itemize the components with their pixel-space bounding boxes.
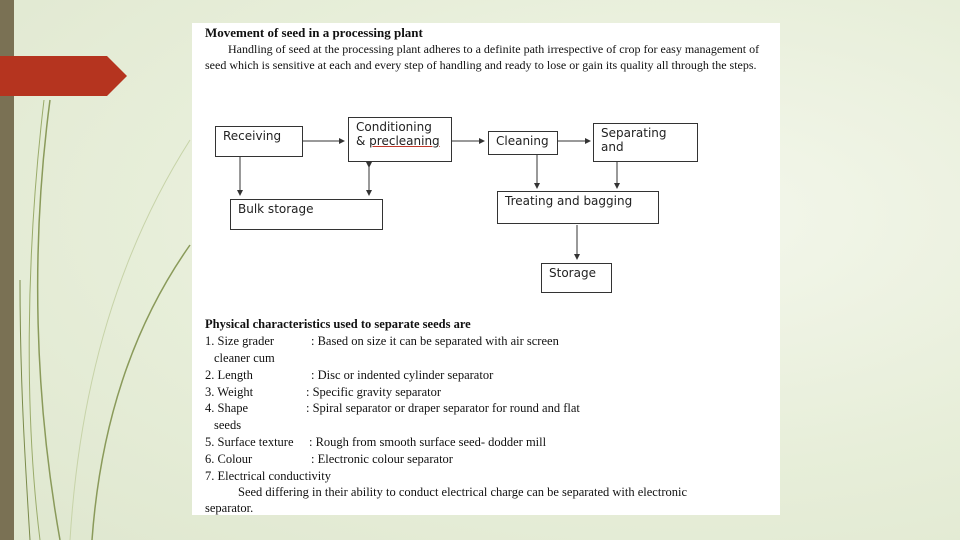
receiving-label: Receiving xyxy=(223,129,282,143)
conditioning-box: Conditioning & precleaning xyxy=(348,117,452,162)
item-label: 3. Weight xyxy=(205,385,254,399)
item-value: : Specific gravity separator xyxy=(306,385,442,399)
separating-box: Separating and xyxy=(593,123,698,162)
item-label: cleaner cum xyxy=(214,351,275,365)
cleaning-label: Cleaning xyxy=(496,134,549,148)
cleaning-box: Cleaning xyxy=(488,131,558,155)
item-value: : Based on size it can be separated with… xyxy=(311,334,559,348)
item-label: 1. Size grader xyxy=(205,334,275,348)
intro-paragraph: Handling of seed at the processing plant… xyxy=(205,42,760,72)
left-accent-bar xyxy=(0,0,14,540)
item-value: : Rough from smooth surface seed- dodder… xyxy=(309,435,547,449)
conductivity-text: Seed differing in their ability to condu… xyxy=(238,485,687,499)
item-label: seeds xyxy=(214,418,242,432)
separating-and-label: and xyxy=(601,140,624,154)
item-value: : Electronic colour separator xyxy=(311,452,453,466)
storage-box: Storage xyxy=(541,263,612,293)
storage-label: Storage xyxy=(549,266,596,280)
item-label: 4. Shape xyxy=(205,401,249,415)
treating-box: Treating and bagging xyxy=(497,191,659,224)
doc-title: Movement of seed in a processing plant xyxy=(205,25,423,40)
bulk-storage-label: Bulk storage xyxy=(238,202,314,216)
document-image: Movement of seed in a processing plant H… xyxy=(192,23,780,515)
conductivity-text-end: separator. xyxy=(205,501,254,515)
item-label: 7. Electrical conductivity xyxy=(205,469,331,483)
precleaning-label: precleaning xyxy=(369,134,440,148)
physical-title: Physical characteristics used to separat… xyxy=(205,317,471,331)
item-label: 5. Surface texture xyxy=(205,435,294,449)
item-label: 2. Length xyxy=(205,368,253,382)
separating-label: Separating xyxy=(601,126,667,140)
conditioning-amp: & xyxy=(356,134,370,148)
treating-label: Treating and bagging xyxy=(505,194,633,208)
item-label: 6. Colour xyxy=(205,452,253,466)
bulk-storage-box: Bulk storage xyxy=(230,199,383,230)
item-value: : Spiral separator or draper separator f… xyxy=(306,401,580,415)
receiving-box: Receiving xyxy=(215,126,303,157)
decorative-curves xyxy=(19,99,191,540)
conditioning-label: Conditioning xyxy=(356,120,432,134)
item-value: : Disc or indented cylinder separator xyxy=(311,368,494,382)
red-arrow-decoration xyxy=(0,56,127,96)
